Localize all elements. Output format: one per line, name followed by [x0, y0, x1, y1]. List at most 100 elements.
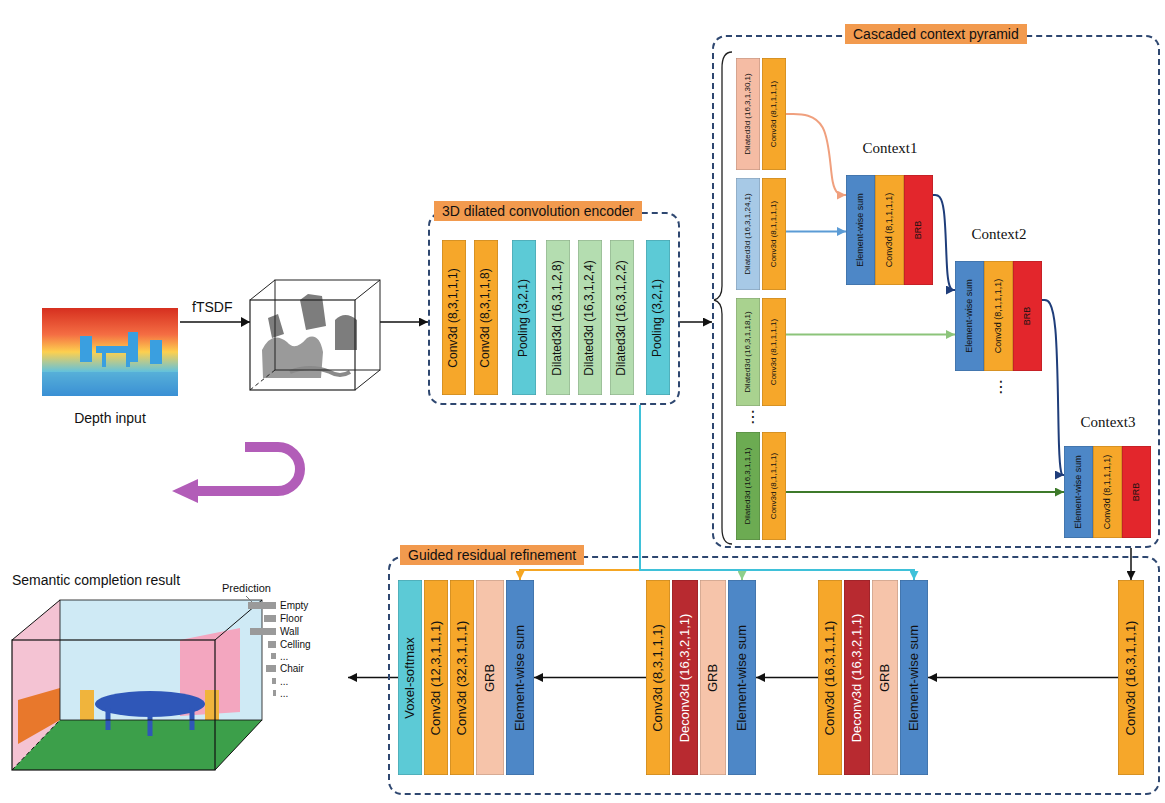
- layer-bar: Deconv3d (16,3,2,1,1): [844, 580, 870, 775]
- layer-bar: Pooling (3,2,1): [512, 240, 536, 395]
- layer-label: GRB: [878, 663, 892, 691]
- layer-label: Dilated3d (16,3,1,2,4): [583, 260, 596, 375]
- layer-bar: Deconv3d (16,3,2,1,1): [672, 580, 698, 775]
- layer-label: BRB: [914, 221, 924, 240]
- layer-label: Dilated3d (16,3,1,2,2): [615, 260, 628, 375]
- connector-arrow: [786, 114, 846, 195]
- layer-label: Element-wise sum: [856, 193, 866, 267]
- layer-label: Conv3d (8,3,1,1,1): [447, 268, 460, 367]
- layer-label: Deconv3d (16,3,2,1,1): [678, 613, 692, 742]
- layer-label: Pooling (3,2,1): [517, 278, 530, 356]
- drawing-part: [268, 641, 276, 648]
- image-caption: Semantic completion result: [12, 572, 180, 588]
- layer-label: Element-wise sum: [735, 624, 749, 730]
- drawing-part: [95, 691, 205, 717]
- ellipsis-mark: ⋮: [993, 378, 1009, 396]
- layer-bar: Dilated3d (16,3,1,18,1): [736, 298, 760, 406]
- layer-bar: GRB: [872, 580, 898, 775]
- layer-bar: BRB: [1122, 446, 1151, 538]
- layer-bar: Dilated3d (16,3,1,24,1): [736, 178, 760, 290]
- layer-label: GRB: [483, 663, 497, 691]
- drawing-part: [248, 602, 276, 609]
- result-scene: [12, 600, 262, 770]
- drawing-part: [12, 720, 60, 770]
- connector-arrow: [640, 405, 914, 580]
- depth-image: [42, 308, 178, 396]
- drawing-part: [273, 690, 276, 696]
- layer-label: Conv3d (8,1,1,1,1): [1103, 455, 1113, 530]
- module-group: Dilated3d (16,3,1,30,1) Conv3d (8,1,1,1,1…: [712, 35, 1160, 548]
- drawing-part: [108, 708, 192, 736]
- layer-bar: Conv3d (8,1,1,1,1): [875, 175, 904, 285]
- layer-label: Dilated3d (16,3,1,1,1): [744, 448, 753, 525]
- layer-bar: GRB: [476, 580, 504, 775]
- prediction-label: Floor: [280, 613, 303, 624]
- layer-bar: GRB: [700, 580, 726, 775]
- layer-bar: Element-wise sum: [955, 261, 984, 371]
- layer-label: Conv3d (8,1,1,1,1): [885, 193, 895, 268]
- layer-bar: Conv3d (8,1,1,1,1): [762, 178, 786, 290]
- connector-arrow: [786, 334, 955, 336]
- layer-label: Element-wise sum: [907, 624, 921, 730]
- layer-bar: BRB: [904, 175, 933, 285]
- drawing-part: [80, 332, 162, 367]
- drawing-part: [42, 372, 178, 396]
- layer-label: GRB: [706, 663, 720, 691]
- tsdf-volume: [241, 280, 380, 390]
- layer-bar: Conv3d (8,1,1,1,1): [762, 298, 786, 406]
- drawing-part: [250, 280, 380, 390]
- layer-bar: Conv3d (16,3,1,1,1): [818, 580, 842, 775]
- layer-label: Dilated3d (16,3,1,18,1): [744, 311, 753, 392]
- drawing-part: [60, 600, 262, 720]
- drawing-part: [290, 368, 350, 375]
- drawing-part: [12, 600, 262, 770]
- drawing-part: [196, 447, 300, 491]
- module-group: Voxel-softmax Conv3d (12,3,1,1,1) Conv3d (…: [388, 556, 1160, 795]
- layer-label: Conv3d (8,1,1,1,1): [770, 453, 779, 519]
- layer-bar: Conv3d (8,1,1,1,1): [762, 432, 786, 540]
- layer-bar: Conv3d (8,3,1,1,1): [442, 240, 466, 395]
- layer-bar: Element-wise sum: [900, 580, 928, 775]
- layer-label: Dilated3d (16,3,1,24,1): [744, 193, 753, 274]
- drawing-part: [60, 600, 262, 720]
- module-group: Conv3d (8,3,1,1,1) Conv3d (8,3,1,1,8) Pool…: [428, 212, 680, 405]
- layer-label: Conv3d (32,3,1,1,1): [455, 620, 469, 735]
- prediction-histogram: [246, 596, 276, 696]
- layer-label: Conv3d (8,1,1,1,1): [770, 201, 779, 267]
- drawing-part: [172, 479, 198, 503]
- layer-bar: Voxel-softmax: [398, 580, 422, 775]
- prediction-label: ...: [280, 688, 288, 699]
- loop-arrow: [172, 447, 300, 503]
- context-block: Element-wise sumConv3d (8,1,1,1,1)BRBCon…: [955, 226, 1043, 372]
- input-image: Depth input: [40, 306, 180, 426]
- layer-label: Element-wise sum: [1074, 455, 1084, 529]
- layer-bar: Pooling (3,2,1): [646, 240, 670, 395]
- layer-bar: Conv3d (32,3,1,1,1): [450, 580, 474, 775]
- drawing-part: [42, 308, 178, 396]
- layer-bar: Conv3d (8,1,1,1,1): [762, 58, 786, 170]
- ellipsis-mark: ⋮: [745, 408, 761, 426]
- layer-bar: Conv3d (8,3,1,1,8): [474, 240, 498, 395]
- connector-arrow: [348, 677, 398, 679]
- drawing-part: [250, 370, 275, 390]
- connector-arrow: [928, 677, 1118, 679]
- drawing-part: [250, 628, 276, 635]
- layer-bar: Element-wise sum: [728, 580, 756, 775]
- edge-label: fTSDF: [190, 299, 234, 315]
- context-block: Element-wise sumConv3d (8,1,1,1,1)BRBCon…: [1064, 414, 1152, 540]
- layer-bar: Conv3d (16,3,1,1,1): [1118, 580, 1144, 775]
- layer-label: Dilated3d (16,3,1,2,8): [551, 260, 564, 375]
- prediction-label: ...: [280, 676, 288, 687]
- layer-label: Dilated3d (16,3,1,30,1): [744, 73, 753, 154]
- connector-arrow: [786, 491, 1064, 493]
- layer-label: Conv3d (12,3,1,1,1): [429, 620, 443, 735]
- layer-bar: Dilated3d (16,3,1,1,1): [736, 432, 760, 540]
- layer-label: Pooling (3,2,1): [651, 278, 664, 356]
- layer-bar: Conv3d (8,3,1,1,1): [646, 580, 670, 775]
- drawing-part: [250, 280, 380, 390]
- prediction-label: Wall: [280, 626, 299, 637]
- prediction-label: Empty: [280, 600, 308, 611]
- layer-bar: Dilated3d (16,3,1,2,4): [578, 240, 602, 395]
- group-title: Guided residual refinement: [400, 545, 584, 565]
